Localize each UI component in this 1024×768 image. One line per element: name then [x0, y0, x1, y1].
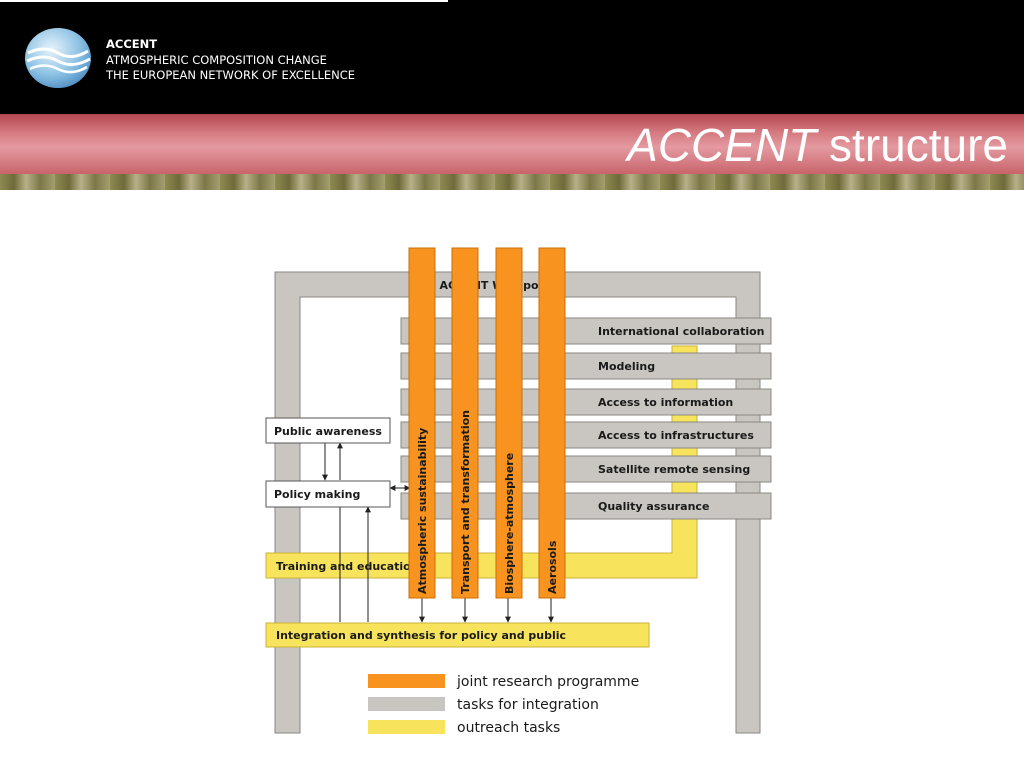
- programme-column: [538, 247, 566, 599]
- programme-label: Transport and transformation: [459, 410, 472, 594]
- programme-label: Aerosols: [546, 540, 559, 594]
- org-subtitle-1: ATMOSPHERIC COMPOSITION CHANGE: [106, 53, 327, 67]
- synthesis-label: Integration and synthesis for policy and…: [276, 629, 566, 642]
- programme-label: Atmospheric sustainability: [416, 428, 429, 594]
- legend-swatch: [368, 720, 445, 734]
- programme-label: Biosphere-atmosphere: [503, 453, 516, 594]
- arrows-layer: [322, 442, 554, 623]
- research-programme-layer: Atmospheric sustainability Transport and …: [408, 247, 566, 599]
- programme-column: [495, 247, 523, 599]
- programme-column: [451, 247, 479, 599]
- legend-label: outreach tasks: [457, 720, 560, 736]
- task-label: Modeling: [598, 360, 655, 373]
- task-label: Satellite remote sensing: [598, 463, 750, 476]
- header-bar: ACCENT ATMOSPHERIC COMPOSITION CHANGE TH…: [0, 0, 1024, 114]
- slide-title: ACCENT structure: [627, 118, 1008, 172]
- title-banner: [0, 114, 1024, 174]
- legend-label: tasks for integration: [457, 697, 599, 713]
- landscape-strip: [0, 174, 1024, 190]
- policy-making-label: Policy making: [274, 488, 360, 501]
- training-label: Training and education: [276, 560, 419, 573]
- header-divider: [0, 0, 448, 2]
- public-awareness-label: Public awareness: [274, 425, 382, 438]
- task-label: Quality assurance: [598, 500, 709, 513]
- slide-title-rest: structure: [816, 119, 1008, 171]
- legend-label: joint research programme: [456, 674, 639, 690]
- policy-making-box: [265, 480, 391, 508]
- legend-swatch: [368, 697, 445, 711]
- task-label: International collaboration: [598, 325, 765, 338]
- legend-swatch: [368, 674, 445, 688]
- public-awareness-box: [265, 417, 391, 444]
- org-subtitle-2: THE EUROPEAN NETWORK OF EXCELLENCE: [106, 68, 356, 82]
- accent-logo-icon: [25, 28, 91, 88]
- synthesis-bar: [265, 622, 650, 648]
- task-label: Access to infrastructures: [598, 429, 754, 442]
- outreach-connector: [265, 345, 698, 579]
- org-name: ACCENT: [106, 37, 158, 51]
- programme-column: [408, 247, 436, 599]
- legend: joint research programme tasks for integr…: [368, 674, 639, 736]
- slide-title-emphasis: ACCENT: [627, 119, 817, 171]
- task-label: Access to information: [598, 396, 733, 409]
